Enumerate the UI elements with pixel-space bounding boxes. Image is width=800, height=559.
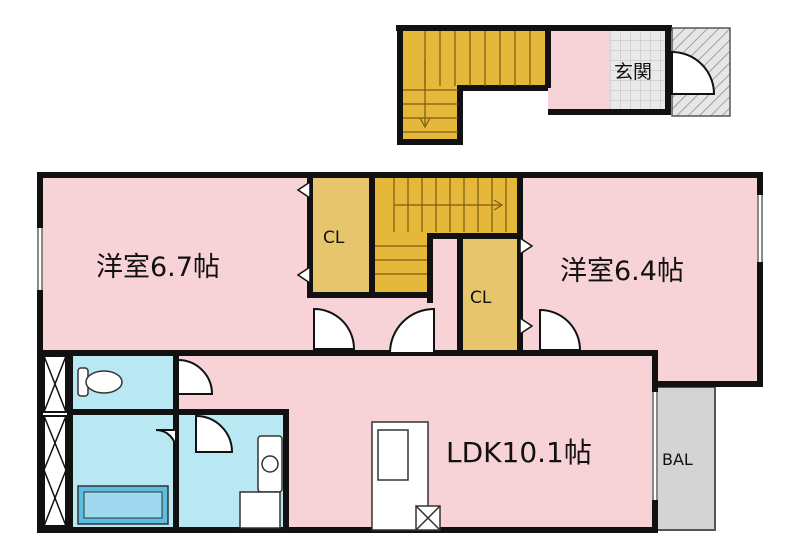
western-room-right-label: 洋室6.4帖: [560, 256, 684, 287]
balcony-label: BAL: [662, 450, 693, 469]
kitchen-counter: [371, 421, 441, 531]
stairs-upper: [397, 25, 551, 145]
entrance-door: [671, 50, 716, 95]
stairs-upper-treads: [403, 30, 531, 133]
windows: [37, 195, 763, 500]
closet-left-label: CL: [323, 228, 345, 248]
entrance-block: 玄関: [396, 25, 731, 145]
western-room-left-label: 洋室6.7帖: [96, 252, 220, 283]
western-room-left: [40, 175, 310, 353]
bathtub: [77, 485, 169, 525]
closet-left: [310, 175, 372, 295]
stairs-main-treads: [375, 178, 507, 275]
entrance-label: 玄関: [614, 61, 652, 83]
balcony: [654, 386, 716, 531]
closet-right-label: CL: [470, 288, 492, 308]
closet-doors: [296, 180, 534, 336]
toilet-fixture: [77, 367, 123, 397]
storage-strip-bottom: [43, 415, 67, 527]
washing-machine: [239, 491, 281, 529]
entrance-tile: [610, 28, 668, 112]
entrance-hall: [548, 28, 610, 112]
ldk-label: LDK10.1帖: [446, 436, 592, 469]
western-room-right: [520, 175, 760, 384]
sink-fixture: [257, 435, 283, 493]
doors: [155, 307, 582, 453]
closet-right: [460, 236, 520, 353]
